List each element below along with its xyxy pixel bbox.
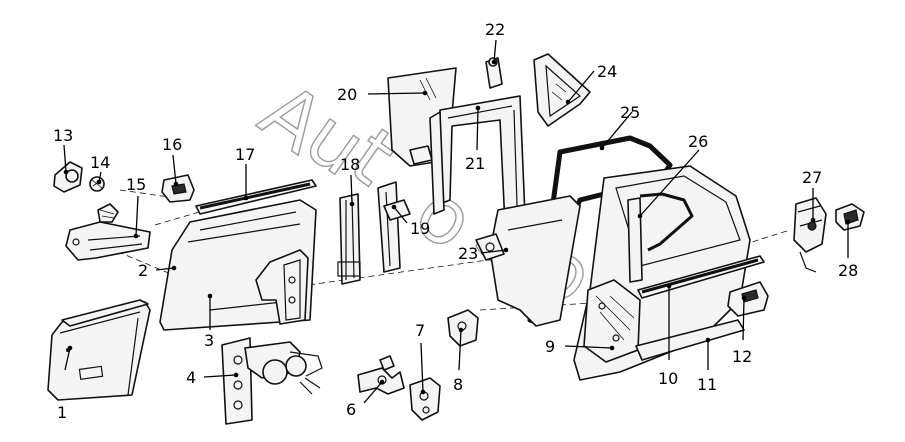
callout-16: 16 — [162, 135, 182, 154]
leader-lines — [63, 39, 849, 404]
callout-13: 13 — [53, 126, 73, 145]
part-18-window-channel — [337, 193, 361, 285]
callout-25: 25 — [620, 103, 640, 122]
part-7-hinge — [409, 377, 441, 421]
callout-22: 22 — [485, 20, 505, 39]
part-4-window-regulator — [221, 337, 323, 425]
callout-labels: 1 2 3 4 6 7 8 9 10 11 12 13 14 15 16 17 … — [53, 20, 858, 422]
callout-1: 1 — [57, 403, 67, 422]
assembly-guide-lines — [89, 189, 791, 311]
part-9-door-inner-structure — [583, 279, 641, 363]
door-bracket-left — [255, 249, 309, 325]
part-12-outer-handle — [727, 281, 769, 317]
part-6-hinge — [357, 355, 405, 395]
callout-26: 26 — [688, 132, 708, 151]
callout-17: 17 — [235, 145, 255, 164]
callout-24: 24 — [597, 62, 617, 81]
callout-4: 4 — [186, 368, 196, 387]
callout-19: 19 — [410, 219, 430, 238]
part-14-knob — [89, 176, 105, 192]
part-24-quarter-glass — [533, 53, 591, 127]
callout-6: 6 — [346, 400, 356, 419]
callout-10: 10 — [658, 369, 678, 388]
callout-28: 28 — [838, 261, 858, 280]
part-17-belt-strip — [195, 179, 317, 215]
callout-7: 7 — [415, 321, 425, 340]
part-8-hinge — [447, 309, 479, 347]
callout-23: 23 — [458, 244, 478, 263]
callout-3: 3 — [204, 331, 214, 350]
part-19-channel-guide — [377, 181, 411, 273]
part-28-striker — [835, 203, 865, 231]
callout-20: 20 — [337, 85, 357, 104]
leader-dots — [63, 59, 851, 395]
callout-21: 21 — [465, 154, 485, 173]
callout-14: 14 — [90, 153, 110, 172]
part-13-lock-cylinder — [53, 161, 83, 193]
callout-2: 2 — [138, 261, 148, 280]
callout-18: 18 — [340, 155, 360, 174]
callout-8: 8 — [453, 375, 463, 394]
callout-15: 15 — [126, 175, 146, 194]
callout-27: 27 — [802, 168, 822, 187]
part-1-door-trim-panel — [47, 299, 151, 401]
door-handle-bracket — [65, 221, 151, 261]
right-door-shell — [489, 195, 581, 327]
callout-9: 9 — [545, 337, 555, 356]
part-11-side-moulding — [635, 319, 745, 361]
part-27-latch-mechanism — [793, 197, 827, 273]
callout-12: 12 — [732, 347, 752, 366]
part-15-clip — [97, 203, 119, 223]
callout-11: 11 — [697, 375, 717, 394]
part-16-latch-block — [161, 174, 195, 203]
